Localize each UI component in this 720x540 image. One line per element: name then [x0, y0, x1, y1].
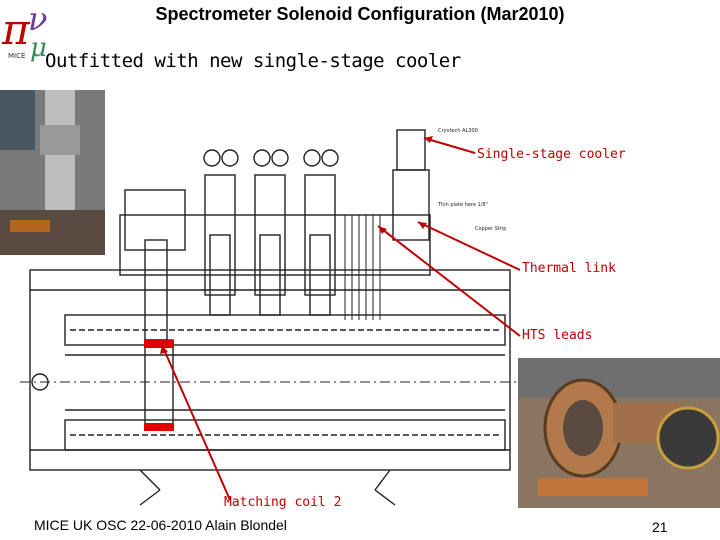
- svg-text:ν: ν: [28, 0, 47, 38]
- hts-leads-callout-line: [377, 225, 521, 337]
- drawing-label-copper-strip: Copper Strip: [475, 226, 506, 232]
- cooler-tower-3: [304, 174, 336, 296]
- mice-logo: π ν μ MICE: [1, 0, 47, 62]
- thermal-link-photo: [518, 358, 720, 508]
- slide-footer: MICE UK OSC 22-06-2010 Alain Blondel: [34, 517, 287, 533]
- upper-coil-row: [64, 314, 506, 346]
- thermal-link-callout-line: [417, 221, 521, 271]
- matching-coil-bottom: [144, 423, 174, 431]
- matching-coil-top: [144, 340, 174, 348]
- page-number: 21: [652, 519, 668, 535]
- single-stage-cooler-body: [392, 169, 430, 241]
- callout-single-stage-cooler: Single-stage cooler: [477, 147, 626, 162]
- svg-text:μ: μ: [30, 33, 47, 62]
- slide-title: Spectrometer Solenoid Configuration (Mar…: [155, 4, 565, 24]
- callout-matching-coil-2: Matching coil 2: [224, 495, 342, 510]
- logo-label: MICE: [8, 52, 25, 60]
- spectrometer-solenoid-drawing: Cryotech AL300 Thin plate here 1/8" Copp…: [20, 128, 521, 506]
- slide-subtitle: Outfitted with new single-stage cooler: [45, 50, 461, 72]
- single-stage-cooler-head: [396, 129, 426, 171]
- matching-coil-housing: [144, 339, 174, 431]
- callout-thermal-link: Thermal link: [522, 261, 616, 276]
- drawing-label-thin-plate: Thin plate here 1/8": [437, 202, 488, 208]
- matching-coil-callout-line: [161, 344, 231, 501]
- callout-hts-leads: HTS leads: [522, 328, 593, 343]
- svg-text:π: π: [1, 5, 31, 54]
- turret-body: [119, 214, 431, 276]
- lower-coil-row: [64, 419, 506, 451]
- cooler-tower-1: [204, 174, 236, 296]
- cooler-tower-2: [254, 174, 286, 296]
- cooler-callout-line: [423, 137, 476, 154]
- drawing-label-cryotech: Cryotech AL300: [438, 128, 478, 134]
- cryostat-outline: [29, 269, 511, 471]
- cooler-photo: [0, 90, 105, 255]
